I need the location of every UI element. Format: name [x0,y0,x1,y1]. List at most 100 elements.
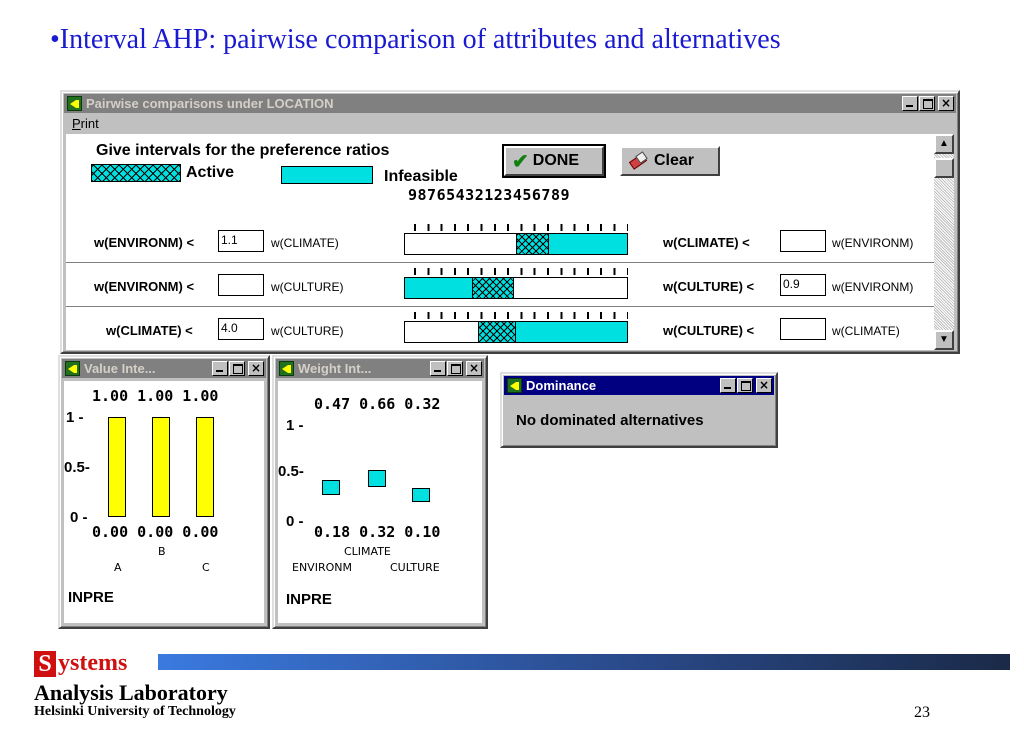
value-axis-zero: 0 - [70,509,88,526]
pairwise-comparisons-window: Pairwise comparisons under LOCATION × Pr… [60,90,960,354]
row2-left-label: w(ENVIRONM) < [94,279,195,294]
weight-box-climate [368,469,386,488]
row3-right-label: w(CULTURE) < [663,323,755,338]
value-label-b: B [158,545,166,558]
row2-left-input[interactable] [218,274,264,296]
done-button-label: DONE [532,152,579,169]
main-window-title: Pairwise comparisons under LOCATION [86,96,334,111]
value-footer: INPRE [68,589,114,606]
ratio-scale-numbers: 98765432123456789 [408,186,571,204]
row1-right-target: w(ENVIRONM) [832,236,914,250]
slide-title: •Interval AHP: pairwise comparison of at… [50,24,781,55]
row1-left-input[interactable]: 1.1 [218,230,264,252]
value-intervals-window: Value Inte... × 1.00 1.00 1.00 1 - 0.5- … [58,355,270,629]
eraser-icon [628,151,648,171]
weight-label-environm: ENVIRONM [292,561,352,574]
row2-right-input[interactable]: 0.9 [780,274,826,296]
app-icon[interactable] [65,361,80,376]
row2-active-segment[interactable] [471,278,514,298]
value-lower-bounds: 0.00 0.00 0.00 [92,523,219,541]
weight-lower-bounds: 0.18 0.32 0.10 [314,523,441,541]
app-icon[interactable] [279,361,294,376]
row-divider [66,306,934,307]
page-number: 23 [914,704,930,721]
row3-left-label: w(CLIMATE) < [106,323,193,338]
value-axis-half: 0.5- [64,459,90,476]
row2-ticks [414,268,628,275]
weight-footer: INPRE [286,591,332,608]
instruction-text: Give intervals for the preference ratios [96,142,390,159]
row3-interval-bar[interactable] [404,321,628,343]
dominance-titlebar[interactable]: Dominance × [504,376,774,395]
row3-left-input[interactable]: 4.0 [218,318,264,340]
legend-active-swatch [91,164,181,182]
minimize-icon[interactable] [902,96,918,111]
weight-titlebar[interactable]: Weight Int... × [276,359,484,378]
dominance-window-title: Dominance [526,378,597,393]
done-button[interactable]: ✔ DONE [502,144,606,178]
maximize-icon[interactable] [919,96,935,111]
row1-right-input[interactable] [780,230,826,252]
close-icon[interactable]: × [466,361,482,376]
scroll-down-arrow-icon[interactable]: ▼ [934,330,954,350]
comparison-panel: Give intervals for the preference ratios… [66,134,934,350]
value-window-title: Value Inte... [84,361,156,376]
main-titlebar[interactable]: Pairwise comparisons under LOCATION × [64,94,956,113]
weight-box-environm [322,479,340,495]
clear-button-label: Clear [654,152,695,169]
minimize-icon[interactable] [720,378,736,393]
logo-lab-name: Analysis Laboratory [34,680,228,705]
logo-letter: S [34,651,56,677]
row1-ticks [414,224,628,231]
close-icon[interactable]: × [248,361,264,376]
weight-label-culture: CULTURE [390,561,440,574]
maximize-icon[interactable] [229,361,245,376]
scroll-up-arrow-icon[interactable]: ▲ [934,134,954,154]
row1-left-target: w(CLIMATE) [271,236,339,250]
dominance-window: Dominance × No dominated alternatives [500,372,778,448]
close-icon[interactable]: × [756,378,772,393]
value-intervals-panel: 1.00 1.00 1.00 1 - 0.5- 0 - 0.00 0.00 0.… [64,381,264,623]
row1-interval-bar[interactable] [404,233,628,255]
weight-axis-zero: 0 - [286,513,304,530]
vertical-scrollbar[interactable]: ▲ ▼ [934,134,954,350]
value-upper-bounds: 1.00 1.00 1.00 [92,387,219,405]
menu-print-mnemonic: P [72,116,81,131]
weight-window-title: Weight Int... [298,361,372,376]
row1-active-segment[interactable] [516,234,550,254]
weight-axis-one: 1 - [286,417,304,434]
legend-infeasible-swatch [281,166,373,184]
value-titlebar[interactable]: Value Inte... × [62,359,266,378]
value-label-c: C [202,561,210,574]
row2-left-target: w(CULTURE) [271,280,344,294]
row2-right-label: w(CULTURE) < [663,279,755,294]
row-divider [66,262,934,263]
weight-intervals-window: Weight Int... × 0.47 0.66 0.32 1 - 0.5- … [272,355,488,629]
value-bar-b [152,417,170,517]
row3-right-target: w(CLIMATE) [832,324,900,338]
scroll-thumb[interactable] [934,158,954,178]
minimize-icon[interactable] [430,361,446,376]
weight-box-culture [412,487,430,502]
weight-label-climate: CLIMATE [344,545,391,558]
minimize-icon[interactable] [212,361,228,376]
value-bar-c [196,417,214,517]
app-icon[interactable] [67,96,82,111]
row2-right-target: w(ENVIRONM) [832,280,914,294]
maximize-icon[interactable] [737,378,753,393]
logo-gradient-bar [158,654,1010,670]
app-icon[interactable] [507,378,522,393]
value-label-a: A [114,561,122,574]
row3-ticks [414,312,628,319]
close-icon[interactable]: × [938,96,954,111]
clear-button[interactable]: Clear [620,146,720,176]
menu-print[interactable]: Print [72,116,99,131]
dominance-message: No dominated alternatives [516,412,704,429]
value-axis-one: 1 - [66,409,84,426]
row2-interval-bar[interactable] [404,277,628,299]
legend-infeasible-label: Infeasible [384,168,458,185]
maximize-icon[interactable] [447,361,463,376]
row3-active-segment[interactable] [478,322,516,342]
row3-right-input[interactable] [780,318,826,340]
row1-right-label: w(CLIMATE) < [663,235,750,250]
